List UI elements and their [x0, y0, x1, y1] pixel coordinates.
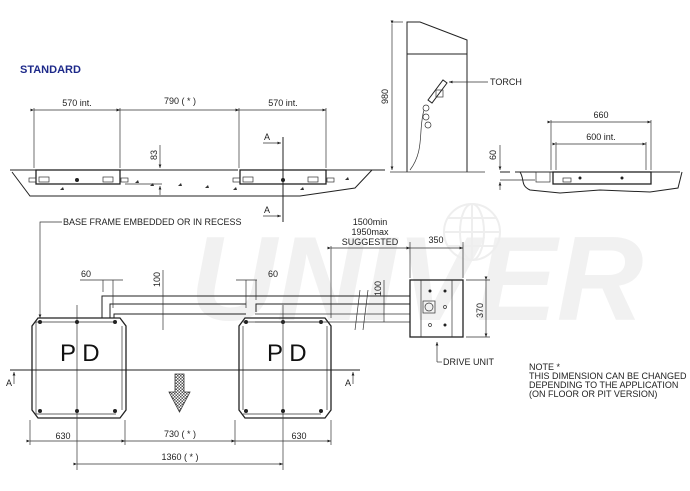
dim-channel-width-right: 100 [373, 281, 383, 296]
note-line: (ON FLOOR OR PIT VERSION) [529, 389, 657, 399]
dim-drive-width: 350 [428, 235, 443, 245]
dim-right-width: 570 int. [268, 98, 298, 108]
drawing-title: STANDARD [20, 64, 81, 76]
dim-platform-left-width: 630 [55, 431, 70, 441]
arrow-down-icon [168, 373, 191, 413]
dim-drive-height: 370 [475, 303, 485, 318]
cable-length-min: 1500min [353, 217, 388, 227]
note-line: DEPENDING TO THE APPLICATION [529, 380, 678, 390]
watermark-text: UNIVER [190, 212, 643, 346]
platform-left-label: P D [60, 340, 100, 367]
dim-centers: 1360 ( * ) [161, 452, 198, 462]
dim-center-width: 790 ( * ) [164, 96, 196, 106]
cable-length-max: 1950max [351, 227, 389, 237]
drive-unit-label: DRIVE UNIT [443, 357, 495, 367]
torch-icon [409, 79, 448, 171]
dim-side-inner: 600 int. [586, 132, 616, 142]
dim-channel-width: 100 [152, 272, 162, 287]
section-marker-bottom: A [264, 205, 270, 215]
note-block: NOTE * THIS DIMENSION CAN BE CHANGED DEP… [529, 362, 687, 399]
platform-left: P D [31, 305, 127, 470]
dim-side-depth: 60 [488, 150, 498, 160]
section-marker-right: A [345, 378, 351, 388]
dim-side-outer: 660 [593, 110, 608, 120]
side-view: 660 600 int. 60 [488, 110, 683, 194]
globe-icon [443, 203, 501, 261]
column-view: 980 TORCH [380, 20, 522, 173]
dim-left-width: 570 int. [62, 98, 92, 108]
dim-between-platforms: 730 ( * ) [164, 429, 196, 439]
platform-right-label: P D [267, 340, 307, 367]
note-line: THIS DIMENSION CAN BE CHANGED [529, 371, 687, 381]
section-marker-left: A [6, 378, 12, 388]
torch-label: TORCH [490, 77, 522, 87]
drive-unit [409, 279, 464, 338]
dim-column-height: 980 [380, 89, 390, 104]
dim-platform-right-width: 630 [291, 431, 306, 441]
plan-view: BASE FRAME EMBEDDED OR IN RECESS P D P D [6, 217, 495, 470]
watermark: UNIVER [190, 203, 643, 346]
note-line: NOTE * [529, 362, 561, 372]
dim-gap-left: 60 [81, 269, 91, 279]
cable-length-note: SUGGESTED [342, 237, 399, 247]
front-view: 570 int. 790 ( * ) 570 int. 83 A A [10, 96, 385, 222]
section-marker-top: A [264, 132, 270, 142]
dim-gap-right: 60 [268, 269, 278, 279]
base-frame-label: BASE FRAME EMBEDDED OR IN RECESS [63, 217, 242, 227]
dim-pit-depth: 83 [149, 150, 159, 160]
